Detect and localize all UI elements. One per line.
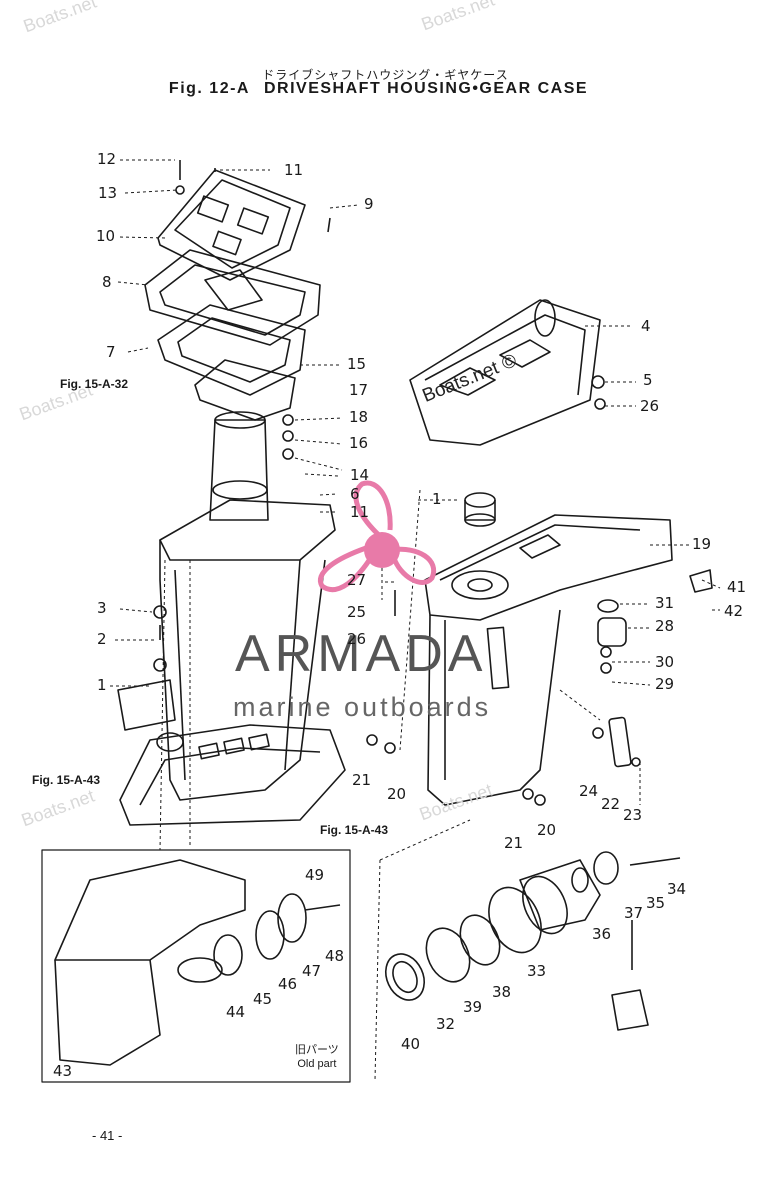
part-label: 27 (347, 571, 367, 589)
part-label: 43 (53, 1062, 73, 1080)
part-label: 41 (727, 578, 747, 596)
part-label: 29 (655, 675, 675, 693)
old-part-en: Old part (297, 1057, 337, 1070)
part-label: 49 (305, 866, 325, 884)
part-label: 44 (226, 1003, 246, 1021)
part-label: 11 (350, 503, 370, 521)
part-label: 21 (504, 834, 524, 852)
part-label: 48 (325, 947, 345, 965)
part-label: 6 (350, 485, 360, 503)
water-pump-cup (464, 492, 496, 527)
old-part-inset (41, 849, 351, 1083)
old-part-jp: 旧パーツ (295, 1044, 339, 1056)
part-label: 26 (347, 630, 367, 648)
armada-logo-icon (318, 480, 437, 593)
part-label: 26 (640, 397, 660, 415)
part-label: 42 (724, 602, 744, 620)
gasket-15 (157, 304, 306, 396)
part-label: 21 (352, 771, 372, 789)
part-label: 30 (655, 653, 675, 671)
figure-reference[interactable]: Fig. 15-A-32 (60, 377, 129, 391)
figure-title: Fig. 12-A DRIVESHAFT HOUSING•GEAR CASE (0, 80, 771, 98)
part-label: 23 (623, 806, 643, 824)
part-label: 20 (537, 821, 557, 839)
figure-reference[interactable]: Fig. 15-A-43 (320, 823, 389, 837)
part-label: 13 (98, 184, 118, 202)
part-label: 16 (349, 434, 369, 452)
part-label: 34 (667, 880, 687, 898)
brand-tagline: marine outboards (233, 692, 492, 722)
propshaft-housing-assembly (384, 851, 681, 1031)
adapter-plate-8 (144, 249, 321, 346)
leader-lines (110, 159, 721, 1081)
lower-plate (194, 359, 296, 421)
part-label: 5 (643, 371, 653, 389)
part-label: 47 (302, 962, 322, 980)
part-label: 1 (97, 676, 107, 694)
part-label: 14 (350, 466, 370, 484)
part-label: 25 (347, 603, 367, 621)
part-label: 4 (641, 317, 651, 335)
part-label: 31 (655, 594, 675, 612)
gear-case-19 (424, 514, 673, 806)
title-japanese: ドライブシャフトハウジング・ギヤケース (262, 68, 509, 82)
part-label: 37 (624, 904, 644, 922)
old-part-caption: 旧パーツ Old part (295, 1044, 339, 1072)
part-label: 12 (97, 150, 117, 168)
part-label: 11 (284, 161, 304, 179)
fittings-right (153, 160, 713, 806)
part-label: 15 (347, 355, 367, 373)
part-label: 38 (492, 983, 512, 1001)
part-label: 24 (579, 782, 599, 800)
part-label: 3 (97, 599, 107, 617)
part-label: 9 (364, 195, 374, 213)
part-label: 20 (387, 785, 407, 803)
part-label: 10 (96, 227, 116, 245)
part-label: 32 (436, 1015, 456, 1033)
part-label: 2 (97, 630, 107, 648)
figure-name: DRIVESHAFT HOUSING•GEAR CASE (263, 80, 589, 97)
part-label: 45 (253, 990, 273, 1008)
part-label: 8 (102, 273, 112, 291)
part-label: 46 (278, 975, 298, 993)
part-label: 17 (349, 381, 369, 399)
part-label: 36 (592, 925, 612, 943)
part-label: 28 (655, 617, 675, 635)
part-label: 22 (601, 795, 621, 813)
part-label: 7 (106, 343, 116, 361)
part-label: 40 (401, 1035, 421, 1053)
part-label: 39 (463, 998, 483, 1016)
figure-reference[interactable]: Fig. 15-A-43 (32, 773, 101, 787)
part-label: 1 (432, 490, 442, 508)
part-label: 33 (527, 962, 547, 980)
lower-cover-4 (409, 299, 601, 446)
part-label: 18 (349, 408, 369, 426)
figure-number: Fig. 12-A (168, 80, 250, 97)
driveshaft-housing-1 (117, 411, 346, 826)
part-label: 35 (646, 894, 666, 912)
brand-name: ARMADA (235, 625, 488, 683)
page-number: - 41 - (92, 1128, 123, 1143)
part-label: 19 (692, 535, 712, 553)
